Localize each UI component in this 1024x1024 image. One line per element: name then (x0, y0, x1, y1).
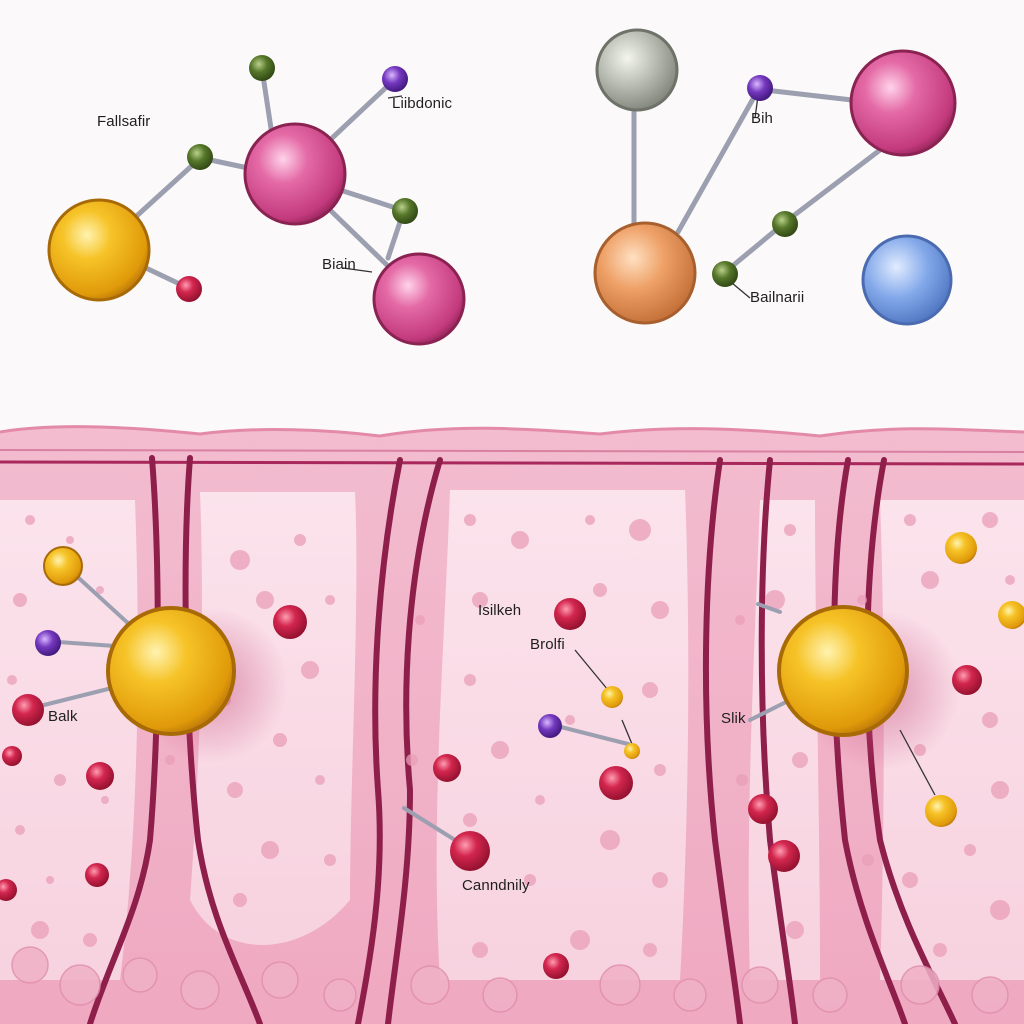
atom-violet-small (538, 714, 562, 738)
atom-magenta-large (849, 49, 957, 157)
tissue-atoms (0, 532, 1024, 979)
label-canndnily: Canndnily (462, 877, 530, 894)
atom-crimson-small (433, 754, 461, 782)
atom-crimson-small (599, 766, 633, 800)
atom-crimson-small (768, 840, 800, 872)
atom-magenta-large (243, 122, 347, 226)
atom-violet-small (35, 630, 61, 656)
atom-olive-small (712, 261, 738, 287)
label-liibdonic: Liibdonic (392, 95, 453, 112)
label-bih: Bih (751, 110, 773, 127)
atom-crimson-small (952, 665, 982, 695)
top-bonds (127, 66, 883, 290)
atom-gold-small (945, 532, 977, 564)
atom-crimson-small (176, 276, 202, 302)
atom-gold-large (47, 198, 151, 302)
atom-gold-large (777, 605, 909, 737)
atom-magenta-large (372, 252, 466, 346)
label-fallsafir: Fallsafir (97, 113, 151, 130)
atom-violet-small (747, 75, 773, 101)
atom-peach-large (593, 221, 697, 325)
atom-gold-small (925, 795, 957, 827)
atom-crimson-small (273, 605, 307, 639)
atom-olive-small (392, 198, 418, 224)
tissue-leader-lines (574, 649, 936, 796)
atom-gold-large (106, 606, 236, 736)
atom-violet-small (382, 66, 408, 92)
atom-gold-small (43, 546, 83, 586)
label-slik: Slik (721, 710, 746, 727)
atom-crimson-small (0, 879, 17, 901)
atom-crimson-small (2, 746, 22, 766)
atom-crimson-small (86, 762, 114, 790)
atom-gray-large (595, 28, 679, 112)
atom-crimson-small (543, 953, 569, 979)
atom-blue-large (861, 234, 953, 326)
atom-gold-small (601, 686, 623, 708)
atom-crimson-small (554, 598, 586, 630)
top-atoms (47, 28, 957, 346)
atom-crimson-small (12, 694, 44, 726)
atom-olive-small (249, 55, 275, 81)
atom-crimson-small (85, 863, 109, 887)
atom-olive-small (772, 211, 798, 237)
label-bailnarii: Bailnarii (750, 289, 805, 306)
label-biain: Biain (322, 256, 356, 273)
atom-gold-small (624, 743, 640, 759)
tissue-bonds (38, 568, 792, 842)
label-isilkeh: Isilkeh (478, 602, 522, 619)
atom-olive-small (187, 144, 213, 170)
label-brolfi: Brolfi (530, 636, 565, 653)
atom-crimson-small (450, 831, 490, 871)
tissue-vesicles (7, 512, 1015, 958)
cell-walls (87, 455, 958, 1024)
atom-gold-small (998, 601, 1024, 629)
atom-crimson-small (748, 794, 778, 824)
label-balk: Balk (48, 708, 78, 725)
tissue-base-cells (11, 946, 1009, 1014)
tissue-section (0, 425, 1024, 1024)
